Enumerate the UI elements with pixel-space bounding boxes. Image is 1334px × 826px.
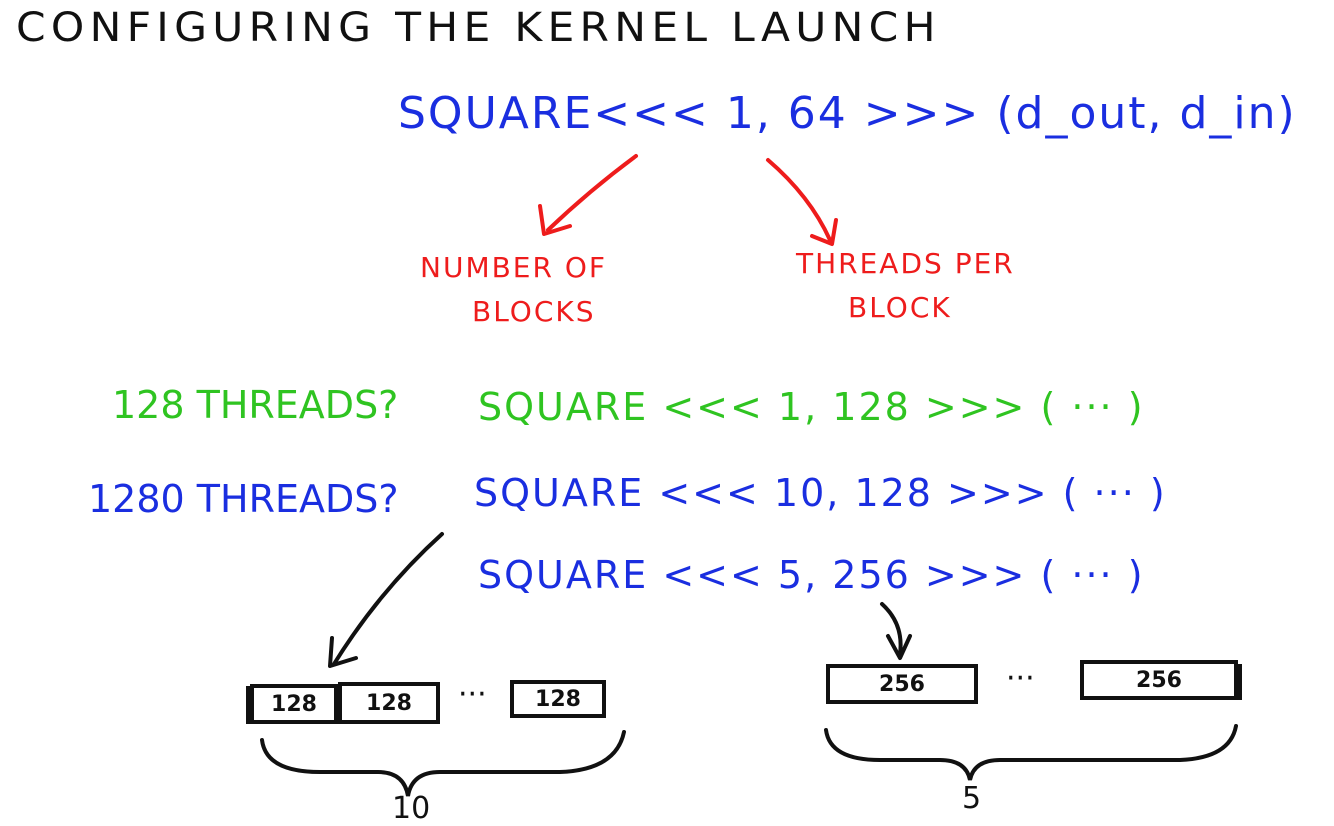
arrow-to-blocks <box>546 154 638 232</box>
answer-128-threads: SQUARE <<< 1, 128 >>> ( ··· ) <box>478 385 1145 429</box>
arrow-to-right-blocks <box>880 602 903 656</box>
page-title: CONFIGURING THE KERNEL LAUNCH <box>16 5 941 51</box>
left-brace <box>260 730 626 797</box>
threads-per-block-label: THREADS PER <box>796 247 1015 280</box>
number-of-blocks-label-line2: BLOCKS <box>472 295 596 328</box>
arrow-to-threads <box>766 158 832 242</box>
arrow-to-left-blocks-head <box>328 636 358 668</box>
arrow-to-left-blocks <box>332 532 444 666</box>
arrow-to-threads-head <box>810 218 838 246</box>
right-block-2: 256 <box>1080 660 1238 700</box>
left-block-1: 128 <box>250 684 338 724</box>
right-ellipsis: ··· <box>1006 661 1035 696</box>
arrow-to-right-blocks-head <box>886 634 912 660</box>
left-block-count: 10 <box>392 791 431 826</box>
question-1280-threads: 1280 THREADS? <box>88 477 399 521</box>
question-128-threads: 128 THREADS? <box>112 383 399 427</box>
right-block-count: 5 <box>962 781 982 816</box>
answer-1280-threads-b: SQUARE <<< 5, 256 >>> ( ··· ) <box>478 553 1145 597</box>
kernel-call: SQUARE<<< 1, 64 >>> (d_out, d_in) <box>398 88 1297 139</box>
left-block-2: 128 <box>338 682 440 724</box>
threads-per-block-label-line2: BLOCK <box>848 291 952 324</box>
number-of-blocks-label: NUMBER OF <box>420 251 607 284</box>
answer-1280-threads-a: SQUARE <<< 10, 128 >>> ( ··· ) <box>474 471 1167 515</box>
right-block-1: 256 <box>826 664 978 704</box>
left-ellipsis: ··· <box>458 677 487 712</box>
arrow-to-blocks-head <box>538 204 572 236</box>
right-brace <box>824 724 1238 781</box>
left-block-3: 128 <box>510 680 606 718</box>
